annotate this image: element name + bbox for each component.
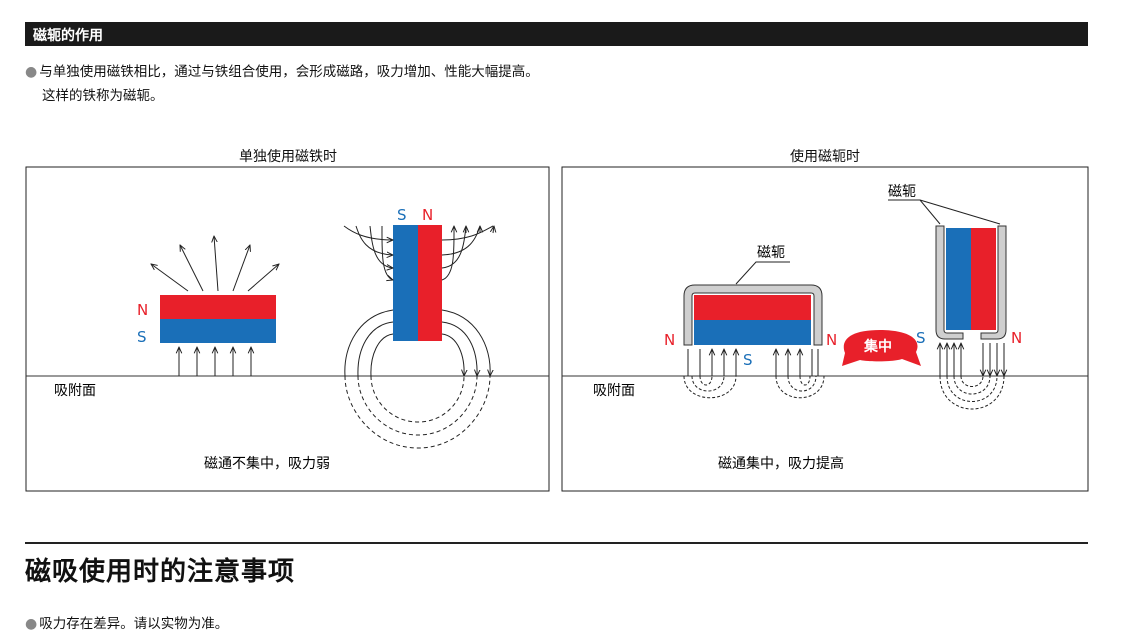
section-title-bar: 磁轭的作用 — [25, 22, 1088, 46]
note-text-1: 吸力存在差异。请以实物为准。 — [39, 616, 229, 632]
yoke-right-n-label: N — [826, 331, 837, 349]
note-item-1: ●吸力存在差异。请以实物为准。 — [25, 612, 228, 632]
left-magnet-s-label: S — [137, 328, 147, 346]
vertical-magnet — [393, 225, 442, 341]
vertical-magnet-s-label: S — [397, 206, 407, 224]
horizontal-yoke — [683, 284, 823, 346]
dashed-loops-right-2 — [939, 375, 1005, 410]
yoke-label-1: 磁轭 — [757, 245, 785, 261]
dashed-field-loops — [344, 375, 491, 449]
yoke-label-2: 磁轭 — [888, 184, 916, 200]
left-magnet-n-label: N — [137, 301, 148, 319]
vertical-yoke-left — [935, 225, 964, 340]
right-caption: 磁通集中，吸力提高 — [718, 455, 844, 472]
bullet-icon: ● — [25, 64, 38, 80]
intro-line-2: 这样的铁称为磁轭。 — [42, 88, 164, 104]
vertical-yoke-s-label: S — [916, 329, 926, 347]
left-attach-surface-label: 吸附面 — [54, 383, 96, 399]
yoke-s-label: S — [743, 351, 753, 369]
notes-heading: 磁吸使用时的注意事项 — [25, 557, 296, 587]
left-panel-frame — [25, 166, 550, 492]
yoke-left-n-label: N — [664, 331, 675, 349]
vertical-yoke-n-label: N — [1011, 329, 1022, 347]
yoke-horizontal-magnet — [694, 295, 811, 345]
incoming-flux-arrows — [179, 347, 251, 376]
yoke-diagrams: N S S N — [25, 166, 1089, 492]
dashed-loops-right-1 — [683, 375, 825, 399]
concentrated-callout-bubble — [842, 330, 921, 366]
callout-text: 集中 — [863, 338, 892, 355]
vertical-yoke-right — [980, 225, 1007, 340]
horizontal-magnet — [160, 295, 276, 343]
section-title: 磁轭的作用 — [33, 28, 103, 44]
left-caption: 磁通不集中，吸力弱 — [204, 455, 330, 472]
vertical-magnet-n-label: N — [422, 206, 433, 224]
lower-field-loops — [344, 309, 490, 376]
yoke-vertical-magnet — [946, 228, 996, 330]
intro-text-1: 与单独使用磁铁相比，通过与铁组合使用，会形成磁路，吸力增加、性能大幅提高。 — [39, 64, 539, 80]
yoke-leader-2b — [919, 199, 1001, 225]
intro-line-1: ●与单独使用磁铁相比，通过与铁组合使用，会形成磁路，吸力增加、性能大幅提高。 — [25, 60, 539, 80]
concentrated-flux-left — [687, 349, 819, 376]
right-panel-title: 使用磁轭时 — [790, 149, 860, 165]
bullet-icon: ● — [25, 616, 38, 632]
right-attach-surface-label: 吸附面 — [593, 383, 635, 399]
left-panel-title: 单独使用磁铁时 — [239, 149, 337, 165]
scattered-flux-arrows — [151, 236, 279, 292]
right-panel-frame — [561, 166, 1089, 492]
yoke-leader-1 — [735, 261, 790, 285]
concentrated-flux-right — [940, 343, 1004, 376]
section-divider — [25, 542, 1088, 544]
